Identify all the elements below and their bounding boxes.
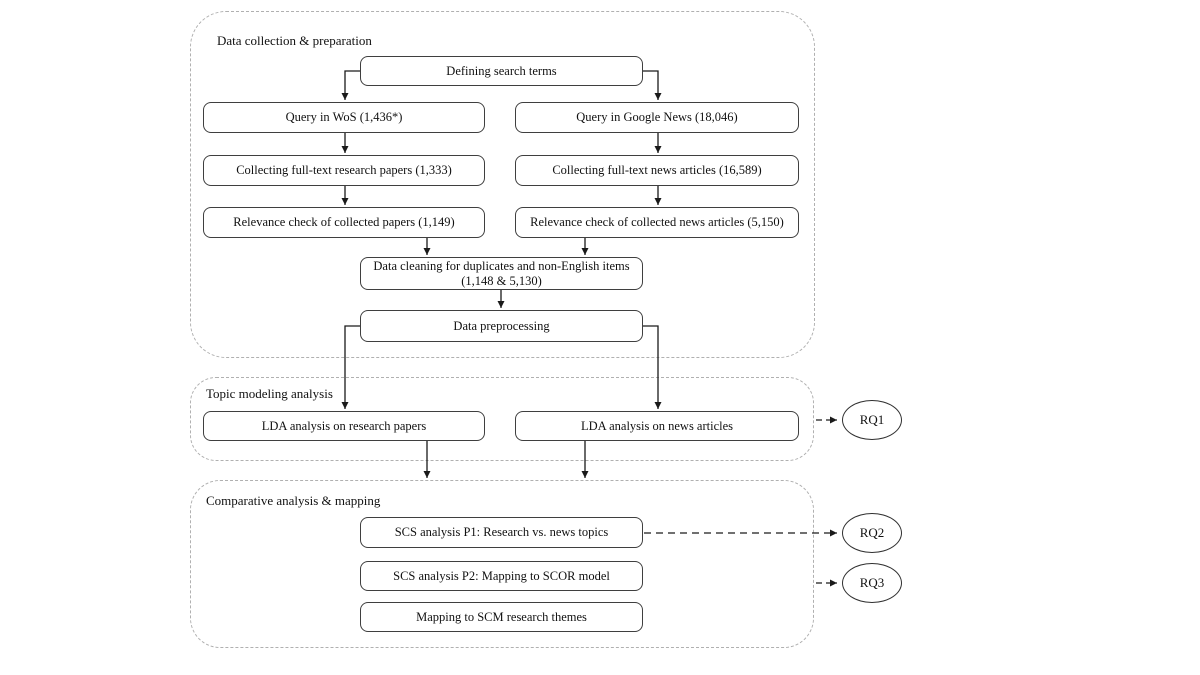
node-scs-analysis-p2: SCS analysis P2: Mapping to SCOR model xyxy=(360,561,643,591)
node-lda-research-papers: LDA analysis on research papers xyxy=(203,411,485,441)
node-relevance-check-news: Relevance check of collected news articl… xyxy=(515,207,799,238)
node-lda-news-articles: LDA analysis on news articles xyxy=(515,411,799,441)
ellipse-rq3: RQ3 xyxy=(842,563,902,603)
data-cleaning-line1: Data cleaning for duplicates and non-Eng… xyxy=(373,258,630,273)
section-title-data-collection: Data collection & preparation xyxy=(217,33,372,48)
section-topic-modeling xyxy=(190,377,814,461)
node-query-google-news: Query in Google News (18,046) xyxy=(515,102,799,133)
node-scs-analysis-p1: SCS analysis P1: Research vs. news topic… xyxy=(360,517,643,548)
node-collecting-research-papers: Collecting full-text research papers (1,… xyxy=(203,155,485,186)
ellipse-rq2: RQ2 xyxy=(842,513,902,553)
section-title-comparative: Comparative analysis & mapping xyxy=(206,493,381,508)
ellipse-rq1: RQ1 xyxy=(842,400,902,440)
node-query-wos: Query in WoS (1,436*) xyxy=(203,102,485,133)
section-comparative xyxy=(190,480,814,648)
section-data-collection xyxy=(190,11,815,358)
node-data-preprocessing: Data preprocessing xyxy=(360,310,643,342)
node-data-cleaning: Data cleaning for duplicates and non-Eng… xyxy=(360,257,643,290)
node-mapping-scm-themes: Mapping to SCM research themes xyxy=(360,602,643,632)
data-cleaning-line2: (1,148 & 5,130) xyxy=(461,273,542,288)
node-relevance-check-papers: Relevance check of collected papers (1,1… xyxy=(203,207,485,238)
section-title-topic-modeling: Topic modeling analysis xyxy=(206,386,333,401)
node-collecting-news-articles: Collecting full-text news articles (16,5… xyxy=(515,155,799,186)
node-defining-search-terms: Defining search terms xyxy=(360,56,643,86)
